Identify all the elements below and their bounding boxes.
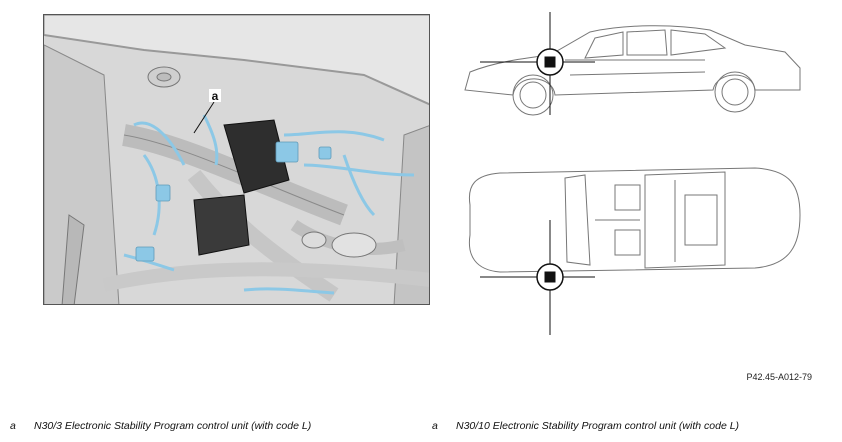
location-marker-side bbox=[480, 12, 595, 115]
legend-key: a bbox=[432, 420, 438, 432]
legend-item-n30-10: a N30/10 Electronic Stability Program co… bbox=[432, 420, 739, 432]
location-marker-top bbox=[480, 220, 595, 335]
legend-key: a bbox=[10, 420, 16, 432]
figure-reference: P42.45-A012-79 bbox=[746, 372, 812, 382]
vehicle-location-drawing bbox=[464, 12, 801, 335]
legend-text: N30/10 Electronic Stability Program cont… bbox=[456, 420, 740, 432]
vehicle-location-illustration bbox=[455, 10, 815, 340]
engine-compartment-drawing: a bbox=[44, 15, 429, 304]
legend-text: N30/3 Electronic Stability Program contr… bbox=[34, 420, 312, 432]
car-top-view bbox=[468, 167, 801, 273]
legend-item-n30-3: a N30/3 Electronic Stability Program con… bbox=[10, 420, 311, 432]
callout-a-label: a bbox=[212, 89, 219, 103]
engine-compartment-illustration: a bbox=[43, 14, 430, 305]
